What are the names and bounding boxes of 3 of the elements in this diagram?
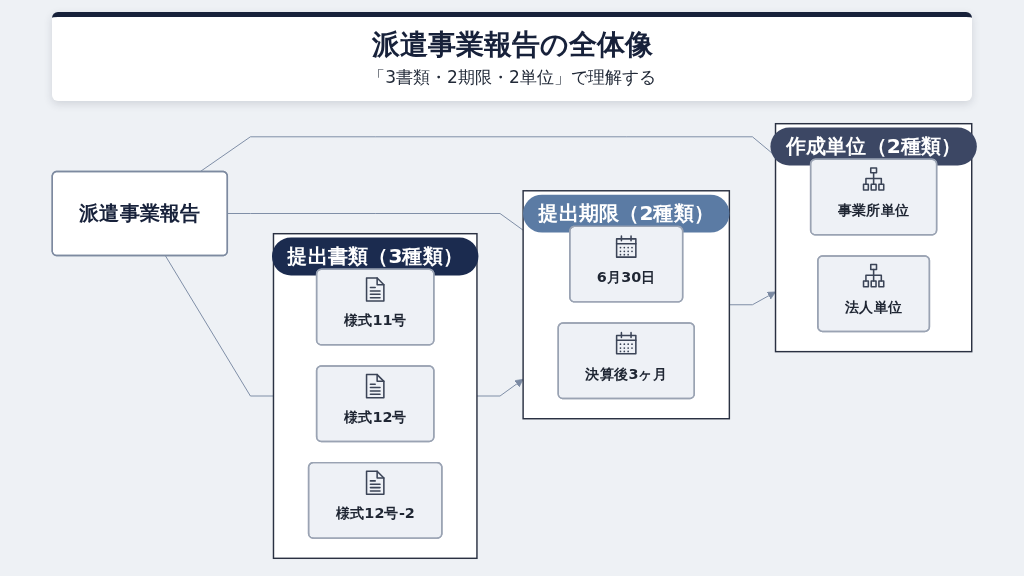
diagram-title: 派遣事業報告の全体像 bbox=[371, 27, 653, 62]
connector bbox=[164, 255, 274, 397]
subtitle: 「3書類・2期限・2単位」で理解する bbox=[368, 66, 656, 89]
